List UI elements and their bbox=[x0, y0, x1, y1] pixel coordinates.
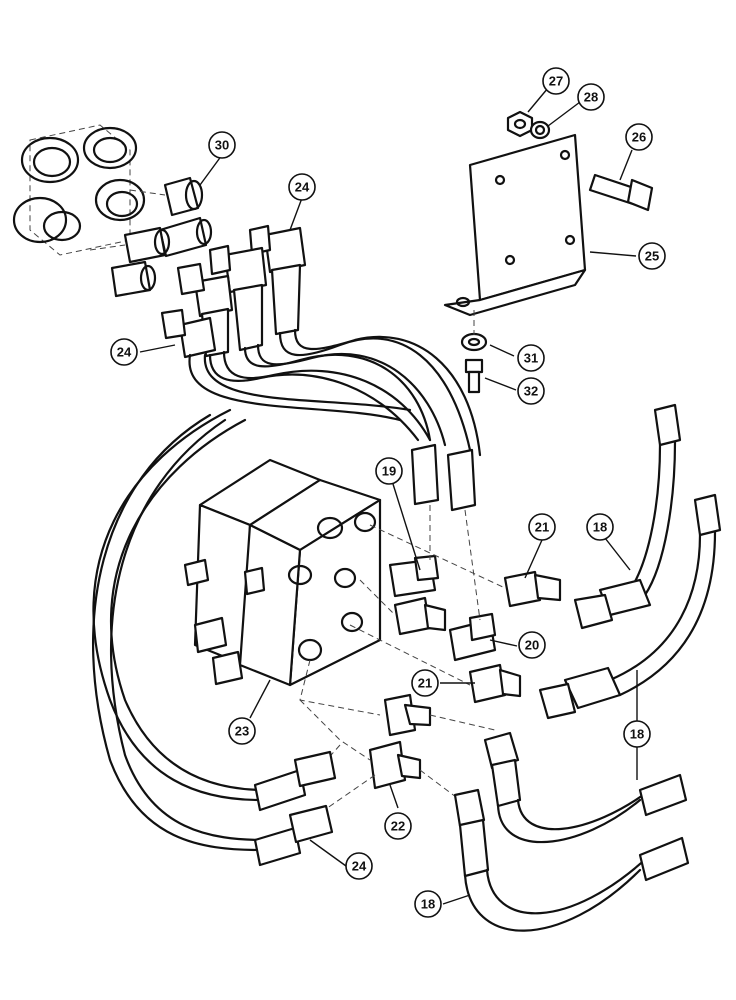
svg-text:25: 25 bbox=[645, 249, 659, 264]
svg-text:24: 24 bbox=[117, 345, 132, 360]
svg-text:23: 23 bbox=[235, 724, 249, 739]
callout-25: 25 bbox=[638, 242, 666, 270]
fitting-20 bbox=[448, 612, 497, 662]
callout-24-bottom: 24 bbox=[345, 852, 373, 880]
callout-23: 23 bbox=[228, 717, 256, 745]
callout-21-upper: 21 bbox=[528, 513, 556, 541]
elbow-fittings-24 bbox=[160, 224, 307, 359]
svg-text:32: 32 bbox=[524, 384, 538, 399]
svg-text:21: 21 bbox=[535, 520, 549, 535]
svg-text:28: 28 bbox=[584, 90, 598, 105]
washer-31-bolt-32 bbox=[460, 310, 488, 394]
callout-24-top: 24 bbox=[288, 173, 316, 201]
fitting-21-lower bbox=[468, 663, 522, 704]
fitting-19 bbox=[388, 554, 440, 598]
svg-text:24: 24 bbox=[352, 859, 367, 874]
svg-text:26: 26 bbox=[632, 130, 646, 145]
svg-text:22: 22 bbox=[391, 819, 405, 834]
hoses-upper bbox=[188, 328, 482, 457]
callout-21-lower: 21 bbox=[411, 669, 439, 697]
svg-text:24: 24 bbox=[295, 180, 310, 195]
svg-text:20: 20 bbox=[525, 638, 539, 653]
callout-27: 27 bbox=[542, 67, 570, 95]
callout-19: 19 bbox=[375, 457, 403, 485]
callout-24-left: 24 bbox=[110, 338, 138, 366]
svg-text:19: 19 bbox=[382, 464, 396, 479]
leader-lines bbox=[139, 87, 638, 905]
callout-20: 20 bbox=[518, 631, 546, 659]
callout-18-middle: 18 bbox=[623, 720, 651, 748]
bolt-26 bbox=[588, 173, 654, 212]
svg-text:31: 31 bbox=[524, 351, 538, 366]
fitting-middle bbox=[393, 596, 447, 636]
svg-text:30: 30 bbox=[215, 138, 229, 153]
nut-27-and-washer-28 bbox=[506, 110, 551, 140]
svg-text:18: 18 bbox=[421, 897, 435, 912]
svg-text:18: 18 bbox=[630, 727, 644, 742]
hoses-left-long bbox=[91, 408, 267, 852]
callout-18-lower: 18 bbox=[414, 890, 442, 918]
hose-ends-24-lower bbox=[253, 750, 337, 867]
reference-cylinder-block bbox=[12, 124, 146, 256]
callout-22: 22 bbox=[384, 812, 412, 840]
assembly-guide-lines bbox=[299, 505, 506, 821]
adapter-fittings-30 bbox=[89, 176, 213, 298]
hoses-18-right bbox=[538, 403, 722, 720]
svg-text:21: 21 bbox=[418, 676, 432, 691]
callout-26: 26 bbox=[625, 123, 653, 151]
mounting-bracket-25 bbox=[443, 133, 587, 317]
callout-18-upper: 18 bbox=[586, 513, 614, 541]
callout-32: 32 bbox=[517, 377, 545, 405]
hoses-18-lower bbox=[453, 731, 690, 932]
fitting-21-upper bbox=[503, 570, 562, 608]
callout-30: 30 bbox=[208, 131, 236, 159]
svg-text:27: 27 bbox=[549, 74, 563, 89]
tee-fitting-22 bbox=[368, 740, 422, 790]
tee-fitting-upper bbox=[383, 693, 432, 737]
svg-text:18: 18 bbox=[593, 520, 607, 535]
callout-31: 31 bbox=[517, 344, 545, 372]
callout-28: 28 bbox=[577, 83, 605, 111]
control-valve-23 bbox=[183, 458, 382, 687]
hose-ends-valve bbox=[410, 443, 477, 512]
